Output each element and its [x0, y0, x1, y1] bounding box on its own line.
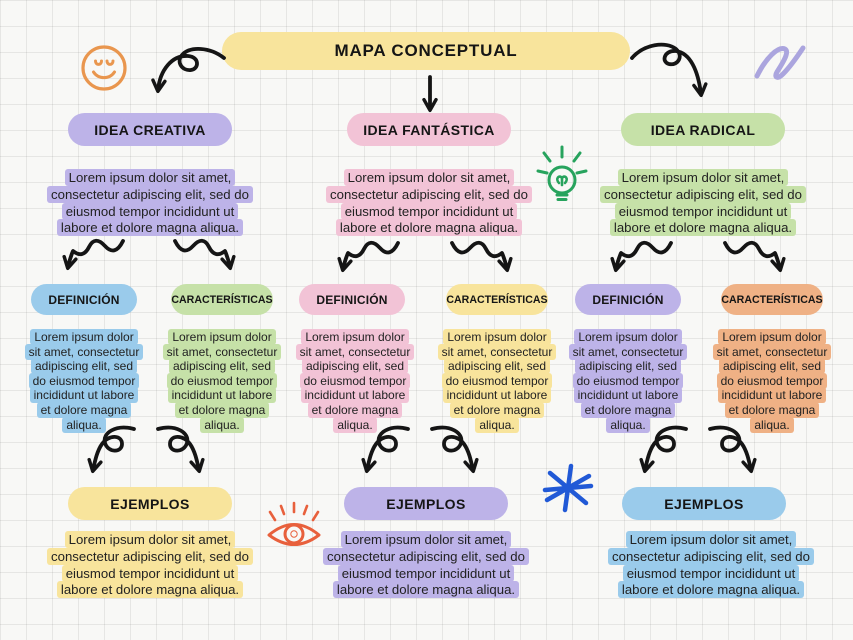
caracteristicas-text: Lorem ipsum dolor sit amet, consectetur …: [159, 329, 285, 433]
definicion-node: DEFINICIÓN: [575, 284, 681, 315]
loop-arrow-icon: [430, 425, 479, 474]
curly-arrow-icon: [630, 42, 708, 98]
definicion-text: Lorem ipsum dolor sit amet, consectetur …: [565, 329, 691, 433]
ejemplos-node: EJEMPLOS: [344, 487, 508, 520]
loop-arrow-icon: [156, 425, 205, 474]
loop-arrow-icon: [639, 425, 688, 474]
idea-fantastica-summary: Lorem ipsum dolor sit amet, consectetur …: [303, 169, 555, 237]
squiggle-arrow-icon: [173, 238, 236, 271]
ejemplos-text: Lorem ipsum dolor sit amet, consectetur …: [24, 531, 276, 599]
squiggle-arrow-icon: [62, 238, 125, 271]
ejemplos-node: EJEMPLOS: [68, 487, 232, 520]
ejemplos-node: EJEMPLOS: [622, 487, 786, 520]
definicion-node: DEFINICIÓN: [299, 284, 405, 315]
idea-radical-summary: Lorem ipsum dolor sit amet, consectetur …: [577, 169, 829, 237]
caracteristicas-node: CARACTERÍSTICAS: [446, 284, 548, 315]
idea-creativa-node: IDEA CREATIVA: [68, 113, 232, 146]
asterisk-doodle-icon: [542, 463, 594, 513]
caracteristicas-text: Lorem ipsum dolor sit amet, consectetur …: [434, 329, 560, 433]
ejemplos-text: Lorem ipsum dolor sit amet, consectetur …: [585, 531, 837, 599]
loop-arrow-icon: [361, 425, 410, 474]
curly-arrow-icon: [151, 47, 226, 94]
squiggle-arrow-icon: [723, 240, 786, 273]
lightbulb-icon: [536, 145, 588, 201]
smiley-face-icon: [81, 45, 127, 91]
caracteristicas-text: Lorem ipsum dolor sit amet, consectetur …: [709, 329, 835, 433]
map-title-pill: MAPA CONCEPTUAL: [222, 32, 630, 70]
definicion-node: DEFINICIÓN: [31, 284, 137, 315]
eye-doodle-icon: [267, 501, 321, 546]
squiggle-arrow-icon: [610, 240, 673, 273]
idea-creativa-summary: Lorem ipsum dolor sit amet, consectetur …: [24, 169, 276, 237]
loop-arrow-icon: [87, 425, 136, 474]
squiggle-arrow-icon: [450, 240, 513, 273]
squiggle-arrow-icon: [337, 240, 400, 273]
definicion-text: Lorem ipsum dolor sit amet, consectetur …: [21, 329, 147, 433]
caracteristicas-node: CARACTERÍSTICAS: [721, 284, 823, 315]
definicion-text: Lorem ipsum dolor sit amet, consectetur …: [292, 329, 418, 433]
squiggle-doodle-icon: [754, 45, 806, 80]
caracteristicas-node: CARACTERÍSTICAS: [171, 284, 273, 315]
idea-fantastica-node: IDEA FANTÁSTICA: [347, 113, 511, 146]
down-arrow-icon: [422, 75, 438, 113]
idea-radical-node: IDEA RADICAL: [621, 113, 785, 146]
loop-arrow-icon: [708, 425, 757, 474]
ejemplos-text: Lorem ipsum dolor sit amet, consectetur …: [300, 531, 552, 599]
